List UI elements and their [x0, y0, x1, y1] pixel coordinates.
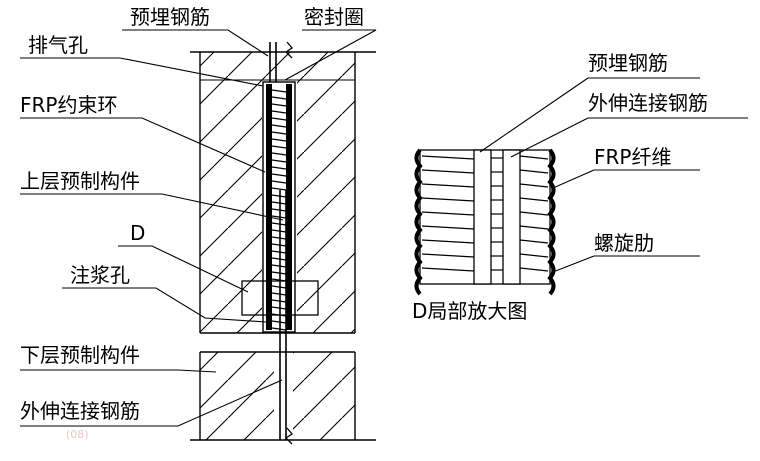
label-detail-d: D [130, 221, 145, 245]
detail-rebar-left [473, 149, 492, 285]
sleeve-rib [271, 166, 287, 170]
detail-rib [519, 155, 549, 160]
sleeve-rib [271, 236, 287, 240]
sleeve-rib [271, 173, 287, 177]
sleeve-rib [271, 229, 287, 233]
detail-rib [519, 169, 549, 174]
detail-rib [519, 267, 549, 272]
sleeve-rib [271, 320, 287, 324]
sleeve-rib [271, 250, 287, 254]
detail-rib [519, 211, 549, 216]
lower-precast-member [190, 351, 376, 441]
detail-rib [421, 169, 475, 174]
leader-lines [20, 29, 377, 427]
detail-rib [421, 239, 475, 244]
label-grout-hole: 注浆孔 [70, 263, 130, 287]
sleeve-rib [271, 271, 287, 275]
detail-ribs [421, 155, 549, 272]
frp-fiber-wave [414, 148, 423, 296]
detail-rib [421, 183, 475, 188]
detail-label-spiral-rib: 螺旋肋 [594, 231, 654, 255]
sleeve-rib [271, 159, 287, 163]
sleeve-rib [271, 264, 287, 268]
label-upper-member: 上层预制构件 [20, 169, 140, 193]
label-protruding-rebar: 外伸连接钢筋 [20, 399, 140, 423]
detail-label-protruding-rebar: 外伸连接钢筋 [588, 91, 708, 115]
detail-rib [519, 253, 549, 258]
frp-fiber-wave [547, 148, 556, 296]
sleeve-rib [271, 180, 287, 184]
detail-d-box [241, 280, 319, 316]
sleeve-rib [271, 257, 287, 261]
frp-fiber-wave-left [414, 148, 423, 296]
sleeve-rib [271, 117, 287, 121]
sleeve-rib [271, 103, 287, 107]
detail-rib [519, 197, 549, 202]
sleeve-rib [271, 145, 287, 149]
detail-rib [519, 183, 549, 188]
sleeve-rib [271, 215, 287, 219]
sleeve-rib [271, 285, 287, 289]
detail-rib [421, 225, 475, 230]
break-symbol-bottom [284, 427, 293, 445]
sleeve-rib [271, 299, 287, 303]
sleeve-rib [271, 208, 287, 212]
detail-rib [421, 267, 475, 272]
sleeve-rib [271, 124, 287, 128]
detail-rib [421, 155, 475, 160]
sleeve-rib [271, 131, 287, 135]
embedded-rebar-top [269, 42, 277, 82]
detail-label-embedded-rebar: 预埋钢筋 [588, 51, 668, 75]
frp-ring [262, 81, 296, 333]
sleeve-rib [271, 201, 287, 205]
label-lower-member: 下层预制构件 [20, 343, 140, 367]
detail-rib [421, 211, 475, 216]
label-embedded-rebar: 预埋钢筋 [130, 5, 210, 29]
sleeve-rib [271, 194, 287, 198]
sleeve-rib [271, 152, 287, 156]
detail-d-enlarged [414, 148, 556, 296]
detail-rib [421, 253, 475, 258]
detail-rib [421, 197, 475, 202]
detail-label-frp-fiber: FRP纤维 [594, 145, 671, 169]
sleeve-rib [271, 187, 287, 191]
detail-rib [519, 239, 549, 244]
detail-rebar-right [502, 149, 521, 285]
sleeve-rib [271, 110, 287, 114]
detail-caption: D局部放大图 [412, 299, 527, 323]
detail-rib [519, 225, 549, 230]
sleeve-rib [271, 138, 287, 142]
label-seal-ring: 密封圈 [304, 5, 364, 29]
label-vent-hole: 排气孔 [28, 33, 88, 57]
label-frp-ring: FRP约束环 [20, 93, 117, 117]
watermark: (08) [66, 428, 89, 441]
sleeve-rib [271, 96, 287, 100]
sleeve-rib [271, 89, 287, 93]
detail-leader-lines [479, 77, 748, 273]
frp-fiber-wave-right [547, 148, 556, 296]
sleeve-rib [271, 222, 287, 226]
sleeve-rib [271, 243, 287, 247]
break-symbol-top [284, 41, 293, 59]
sleeve-rib [271, 292, 287, 296]
sleeve-rib [271, 306, 287, 310]
sleeve-rib [271, 327, 287, 331]
